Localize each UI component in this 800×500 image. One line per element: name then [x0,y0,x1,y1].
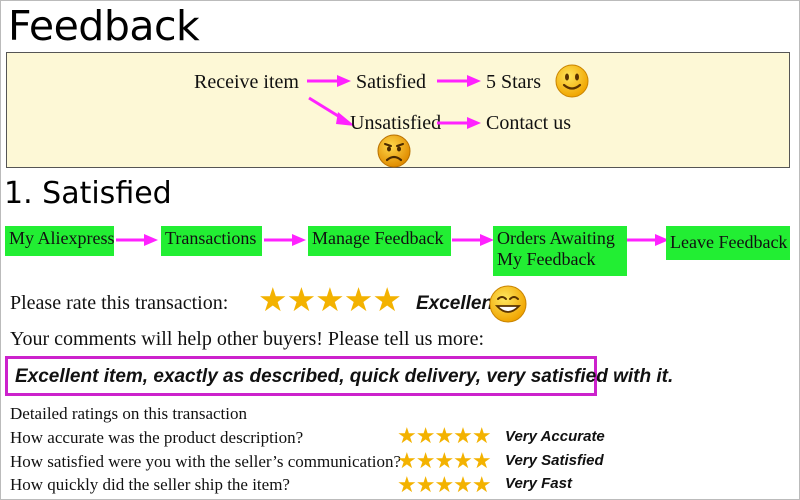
frowning-face-icon [377,134,411,168]
rating-value-shipping: Very Fast [505,475,572,492]
arrow-icon [452,234,494,246]
step-leave-feedback: Leave Feedback [666,226,790,260]
comment-text: Excellent item, exactly as described, qu… [15,366,674,387]
arrow-icon [116,234,158,246]
rating-stars-description: ★★★★★ [397,423,492,448]
step-orders-awaiting-feedback: Orders Awaiting My Feedback [493,226,627,276]
satisfied-label: Satisfied [356,71,426,93]
rating-stars-shipping: ★★★★★ [397,472,492,497]
rating-question-shipping: How quickly did the seller ship the item… [10,475,290,494]
rate-transaction-prompt: Please rate this transaction: [10,292,229,314]
comment-textbox[interactable]: Excellent item, exactly as described, qu… [5,356,673,396]
step-transactions: Transactions [161,226,262,256]
arrow-icon [308,96,355,126]
grinning-face-icon [489,285,527,323]
step-manage-feedback: Manage Feedback [308,226,451,256]
arrow-icon [627,234,669,246]
contact-us-label: Contact us [486,112,571,134]
rating-stars: ★★★★★ [258,283,402,319]
rating-value-description: Very Accurate [505,428,605,445]
rating-stars-communication: ★★★★★ [397,448,492,473]
receive-item-label: Receive item [194,71,299,93]
detailed-ratings-heading: Detailed ratings on this transaction [10,404,247,423]
step-my-aliexpress: My Aliexpress [5,226,115,256]
step-orders-awaiting-line1: Orders Awaiting [497,228,615,248]
arrow-icon [437,75,481,87]
section-heading-satisfied: 1. Satisfied [4,176,172,211]
page-title: Feedback [8,2,200,50]
five-stars-label: 5 Stars [486,71,541,93]
arrow-icon [307,75,351,87]
step-orders-awaiting-line2: My Feedback [497,249,596,269]
rating-label: Excellent [416,293,500,314]
arrow-icon [437,117,481,129]
smiley-face-icon [555,64,589,98]
rating-value-communication: Very Satisfied [505,452,604,469]
unsatisfied-label: Unsatisfied [350,112,442,134]
feedback-flow-box: Receive item Satisfied 5 Stars Unsatisfi… [6,52,790,168]
rating-question-description: How accurate was the product description… [10,428,304,447]
comments-prompt: Your comments will help other buyers! Pl… [10,328,485,350]
rating-question-communication: How satisfied were you with the seller’s… [10,452,402,471]
arrow-icon [264,234,306,246]
